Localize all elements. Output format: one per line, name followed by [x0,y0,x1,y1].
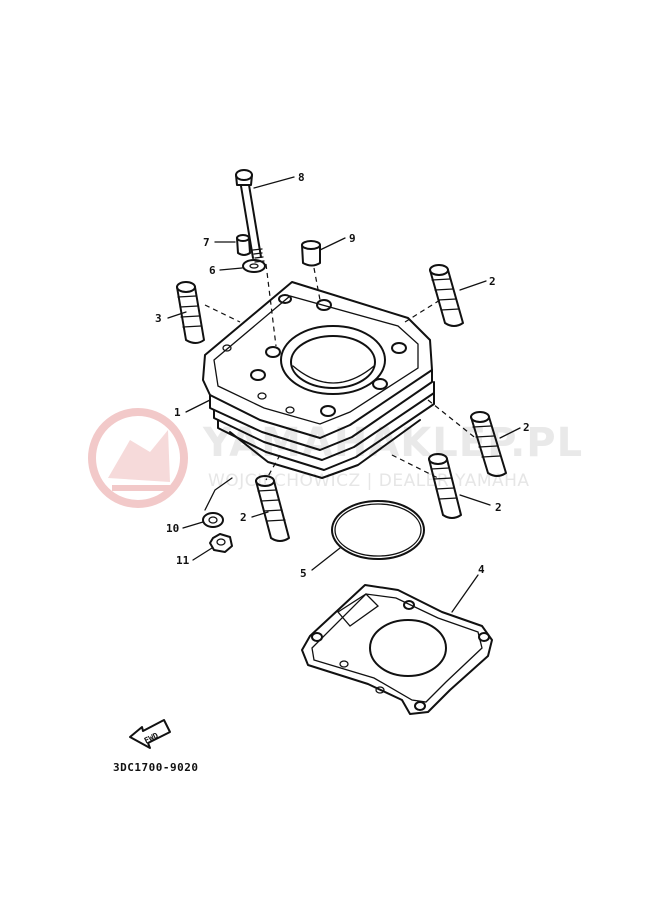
callout-9: 9 [349,232,356,245]
callout-2-upper-right: 2 [489,275,496,288]
part-11-nut [209,533,233,553]
watermark: YAMAHAKLEP.PL WOJCIECHOWICZ | DEALER YAM… [88,408,582,508]
part-2-stud-lower-left [255,475,290,542]
yamaha-logo-watermark [88,408,188,508]
part-1-cylinder [202,281,435,479]
callout-2-right: 2 [523,421,530,434]
callout-3: 3 [155,312,162,325]
callout-10: 10 [166,522,179,535]
part-10-washer [202,512,224,528]
callout-5: 5 [300,567,307,580]
part-2-stud-upper-right [429,264,464,327]
callout-2-center-right: 2 [495,501,502,514]
part-9-dowel-pin [301,240,321,267]
forward-direction-arrow-icon: FWD [129,719,171,749]
callout-2-lower-left: 2 [240,511,247,524]
callout-8: 8 [298,171,305,184]
part-2-stud-right [470,411,507,477]
part-5-o-ring [331,500,425,560]
watermark-tagline: WOJCIECHOWICZ | DEALER YAMAHA [208,471,530,491]
part-8-stud-bolt [235,169,265,263]
fwd-label: FWD [143,731,160,746]
callout-6: 6 [209,264,216,277]
callout-11: 11 [176,554,190,567]
callout-1: 1 [174,406,181,419]
part-3-stud [176,281,205,344]
callout-leaders [167,176,521,613]
part-10-leader-path [204,477,233,511]
callout-4: 4 [478,563,485,576]
alignment-lines [204,263,479,481]
part-6-washer [242,259,266,273]
callout-labels: 8 7 6 9 3 2 2 2 2 1 10 11 5 4 [155,171,530,580]
part-2-stud-center-right [428,453,462,519]
part-4-cylinder-gasket [301,584,493,715]
part-7-dowel-pin [236,234,251,256]
part-code: 3DC1700-9020 [113,761,198,774]
callout-7: 7 [203,236,210,249]
